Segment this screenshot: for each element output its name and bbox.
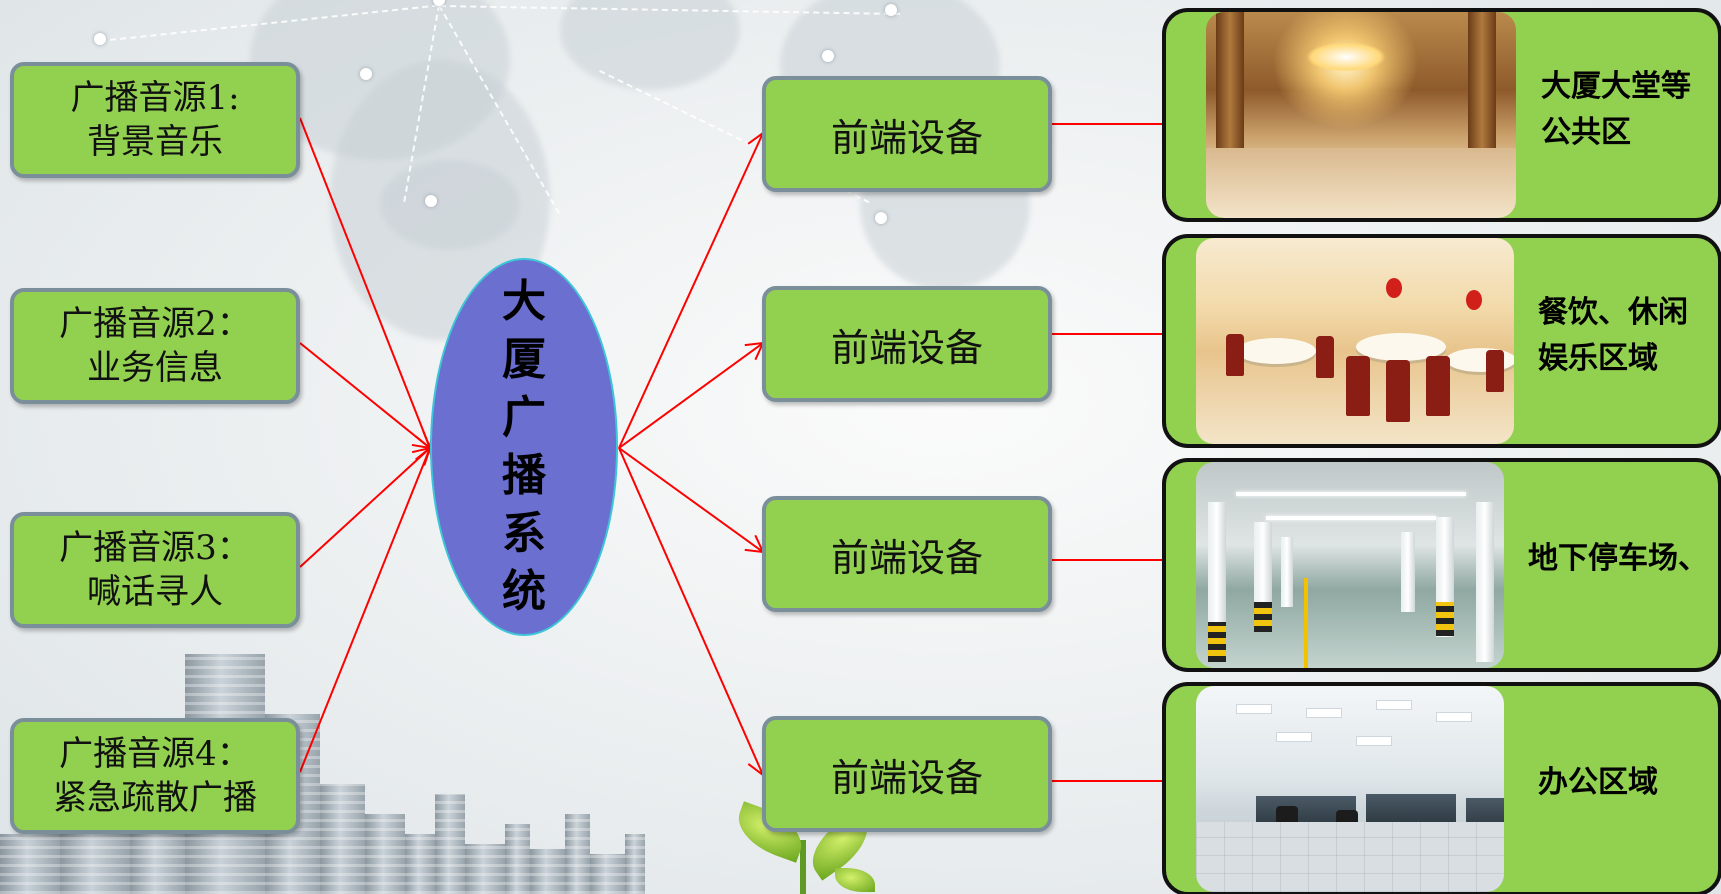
frontend-box-3: 前端设备: [762, 496, 1052, 612]
source-box-1-line1: 广播音源1:: [70, 78, 240, 118]
frontend-box-2: 前端设备: [762, 286, 1052, 402]
frontend-box-1-label: 前端设备: [830, 115, 983, 160]
frontend-box-4: 前端设备: [762, 716, 1052, 832]
arrow-hub-to-frontend4: [618, 447, 766, 777]
source-box-2: 广播音源2： 业务信息: [10, 288, 300, 404]
hub-char-5: 系: [502, 508, 546, 559]
frontend-box-4-label: 前端设备: [830, 755, 983, 800]
hub-char-1: 大: [502, 276, 546, 327]
source-box-3-line1: 广播音源3：: [59, 528, 251, 568]
frontend-box-2-label: 前端设备: [830, 325, 983, 370]
arrow-source3-to-hub: [299, 446, 432, 568]
hotel-lobby-photo: [1206, 12, 1516, 218]
destination-card-3-label: 地下停车场、: [1528, 536, 1708, 582]
destination-card-1-label: 大厦大堂等 公共区: [1541, 64, 1691, 156]
destination-1-line1: 大厦大堂等: [1541, 69, 1691, 104]
underground-parking-photo: [1196, 462, 1504, 668]
hub-char-2: 厦: [502, 334, 546, 385]
destination-3-line1: 地下停车场、: [1528, 541, 1708, 576]
source-box-4: 广播音源4： 紧急疏散广播: [10, 718, 300, 834]
source-box-4-line2: 紧急疏散广播: [53, 778, 257, 818]
destination-card-2-label: 餐饮、休闲 娱乐区域: [1538, 290, 1688, 382]
source-box-1-line2: 背景音乐: [87, 122, 223, 162]
frontend-box-1: 前端设备: [762, 76, 1052, 192]
arrow-hub-to-frontend1: [618, 131, 766, 449]
hub-char-3: 广: [502, 392, 546, 443]
destination-1-line2: 公共区: [1541, 115, 1631, 150]
arrow-hub-to-frontend2: [618, 341, 765, 449]
destination-2-line1: 餐饮、休闲: [1538, 295, 1688, 330]
source-box-2-line1: 广播音源2：: [59, 304, 251, 344]
arrow-source2-to-hub: [299, 342, 432, 450]
destination-card-1: 大厦大堂等 公共区: [1162, 8, 1721, 222]
source-box-2-line2: 业务信息: [87, 348, 223, 388]
destination-4-line1: 办公区域: [1538, 765, 1658, 800]
frontend-box-3-label: 前端设备: [830, 535, 983, 580]
arrow-hub-to-frontend3: [618, 447, 765, 554]
source-box-3: 广播音源3： 喊话寻人: [10, 512, 300, 628]
destination-card-4-label: 办公区域: [1538, 760, 1658, 806]
destination-card-4: 办公区域: [1162, 682, 1721, 894]
destination-card-3: 地下停车场、: [1162, 458, 1721, 672]
destination-card-2: 餐饮、休闲 娱乐区域: [1162, 234, 1721, 448]
open-office-photo: [1196, 686, 1504, 892]
destination-2-line2: 娱乐区域: [1538, 341, 1658, 376]
hub-char-6: 统: [502, 566, 546, 617]
source-box-3-line2: 喊话寻人: [87, 572, 223, 612]
source-box-4-line1: 广播音源4：: [59, 734, 251, 774]
hub-char-4: 播: [502, 450, 546, 501]
dining-hall-photo: [1196, 238, 1514, 444]
source-box-1: 广播音源1: 背景音乐: [10, 62, 300, 178]
broadcast-system-hub: 大 厦 广 播 系 统: [430, 258, 618, 636]
